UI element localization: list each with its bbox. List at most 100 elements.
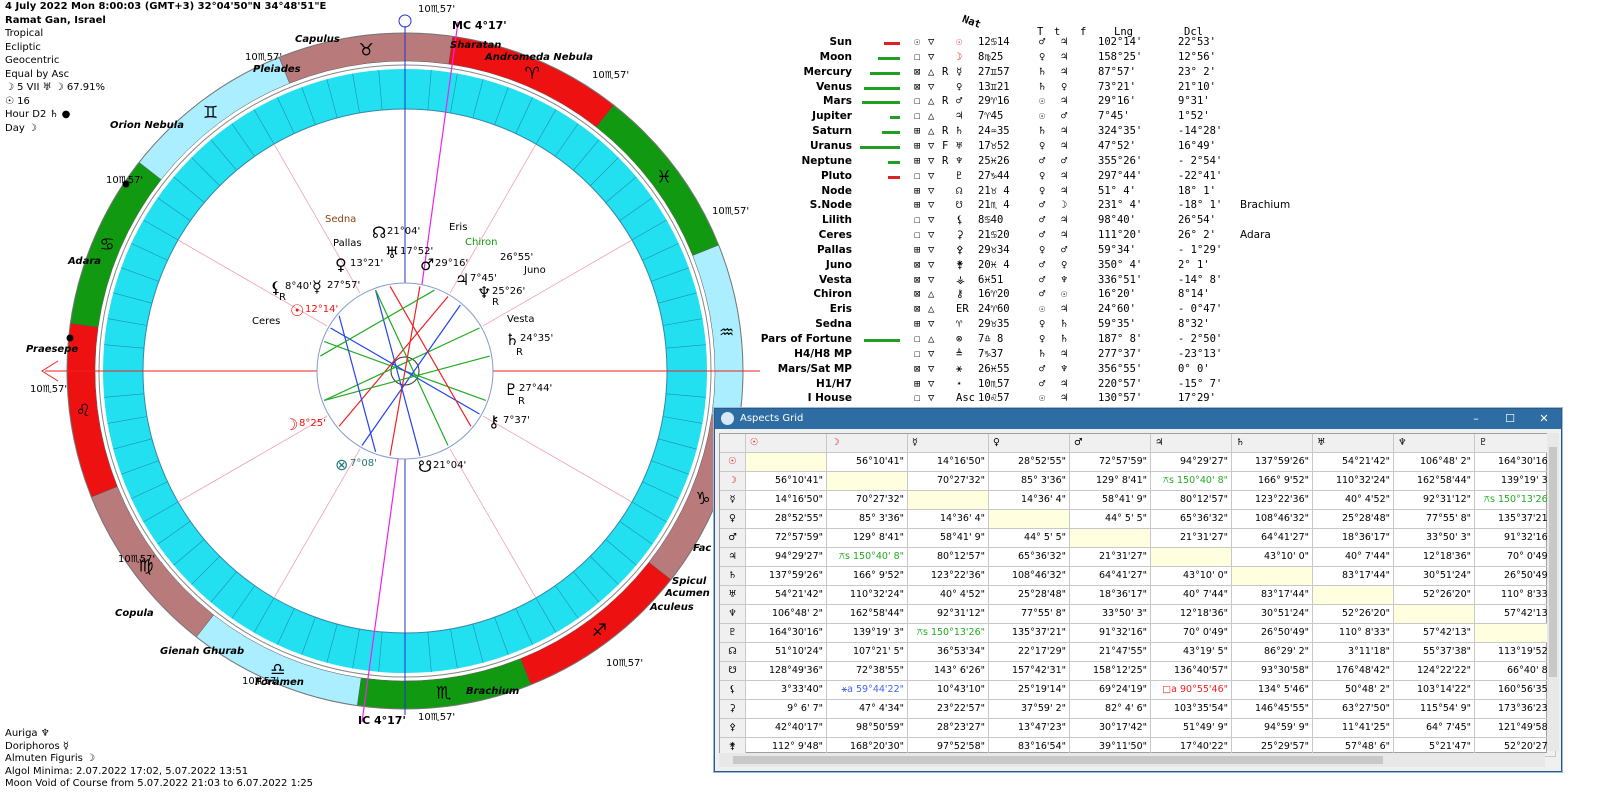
aspect-cell[interactable]: 134° 5'46" xyxy=(1232,681,1313,700)
aspect-cell[interactable]: 69°24'19" xyxy=(1070,681,1151,700)
grid-diagonal-cell[interactable] xyxy=(1232,567,1313,586)
aspect-cell[interactable]: 52°26'20" xyxy=(1313,605,1394,624)
aspect-cell[interactable]: 124°22'22" xyxy=(1394,662,1475,681)
aspect-cell[interactable]: 83°17'44" xyxy=(1313,567,1394,586)
planet-row[interactable]: Lilith☐▽⚸ 8♋40♂♃ 98°40' 26°54' xyxy=(752,214,1312,229)
grid-diagonal-cell[interactable] xyxy=(908,491,989,510)
grid-diagonal-cell[interactable] xyxy=(1394,605,1475,624)
aspect-cell[interactable]: 92°31'12" xyxy=(908,605,989,624)
aspect-cell[interactable]: 36°53'34" xyxy=(908,643,989,662)
aspect-cell[interactable]: 18°36'17" xyxy=(1313,529,1394,548)
aspect-cell[interactable]: 30°51'24" xyxy=(1232,605,1313,624)
aspect-cell[interactable]: 94°59' 9" xyxy=(1232,719,1313,738)
aspect-cell[interactable]: 28°52'55" xyxy=(746,510,827,529)
planet-glyph[interactable]: ☉ xyxy=(290,301,304,320)
aspect-cell[interactable]: 103°35'54" xyxy=(1151,700,1232,719)
planet-row[interactable]: Sun☉▽☉12♋14♂♃102°14'22°53' xyxy=(752,36,1312,51)
aspect-cell[interactable]: 157°42'31" xyxy=(989,662,1070,681)
aspect-cell[interactable]: 136°40'57" xyxy=(1151,662,1232,681)
planet-row[interactable]: Venus⊠▽♀13♊21♄♀ 73°21'21°10' xyxy=(752,81,1312,96)
aspect-cell[interactable]: 121°49'58" xyxy=(1475,719,1556,738)
grid-column-header[interactable]: ♅ xyxy=(1313,434,1394,453)
aspect-cell[interactable]: 40° 4'52" xyxy=(1313,491,1394,510)
aspect-cell[interactable]: 91°32'16" xyxy=(1475,529,1556,548)
maximize-button[interactable]: ☐ xyxy=(1505,412,1515,425)
aspect-cell[interactable]: 137°59'26" xyxy=(746,567,827,586)
aspect-cell[interactable]: 80°12'57" xyxy=(908,548,989,567)
aspect-cell[interactable]: 44° 5' 5" xyxy=(1070,510,1151,529)
aspect-cell[interactable]: 135°37'21" xyxy=(1475,510,1556,529)
planet-glyph[interactable]: ☊ xyxy=(372,223,386,242)
grid-row-header[interactable]: ♂ xyxy=(720,529,746,548)
aspect-cell[interactable]: 110° 8'33" xyxy=(1475,586,1556,605)
grid-row-header[interactable]: ☋ xyxy=(720,662,746,681)
aspect-cell[interactable]: 77°55' 8" xyxy=(989,605,1070,624)
planet-glyph[interactable]: ♂ xyxy=(420,255,434,274)
aspect-cell[interactable]: 3°33'40" xyxy=(746,681,827,700)
grid-row-header[interactable]: ⚴ xyxy=(720,719,746,738)
planet-glyph[interactable]: ⚸ xyxy=(270,278,282,297)
aspect-cell[interactable]: 139°19' 3" xyxy=(827,624,908,643)
aspect-cell[interactable]: 128°49'36" xyxy=(746,662,827,681)
aspect-cell[interactable]: 18°36'17" xyxy=(1070,586,1151,605)
aspect-cell[interactable]: 129° 8'41" xyxy=(827,529,908,548)
planet-row[interactable]: Ceres☐▽⚳21♋20♂♃111°20' 26° 2'Adara xyxy=(752,229,1312,244)
grid-diagonal-cell[interactable] xyxy=(1475,624,1556,643)
planet-row[interactable]: Sedna⊞▽♈29♉35♀♄ 59°35' 8°32' xyxy=(752,318,1312,333)
vertical-scrollbar[interactable] xyxy=(1547,433,1559,751)
planet-row[interactable]: Chiron⊠△⚷16♈20♂☉ 16°20' 8°14' xyxy=(752,288,1312,303)
aspect-cell[interactable]: 72°57'59" xyxy=(746,529,827,548)
grid-column-header[interactable]: ☽ xyxy=(827,434,908,453)
aspect-cell[interactable]: 146°45'55" xyxy=(1232,700,1313,719)
planet-row[interactable]: Uranus⊞▽F♅17♉52♀♃ 47°52'16°49' xyxy=(752,140,1312,155)
aspect-cell[interactable]: 3°11'18" xyxy=(1313,643,1394,662)
grid-diagonal-cell[interactable] xyxy=(1151,548,1232,567)
aspect-cell[interactable]: 26°50'49" xyxy=(1232,624,1313,643)
aspect-cell[interactable]: 28°52'55" xyxy=(989,453,1070,472)
planet-row[interactable]: S.Node⊞▽☋21♏ 4♂☽231° 4'-18° 1'Brachium xyxy=(752,199,1312,214)
grid-column-header[interactable]: ♃ xyxy=(1151,434,1232,453)
aspect-cell[interactable]: 13°47'23" xyxy=(989,719,1070,738)
aspect-cell[interactable]: 66°40' 8" xyxy=(1475,662,1556,681)
aspect-cell[interactable]: 123°22'36" xyxy=(908,567,989,586)
grid-column-header[interactable]: ♇ xyxy=(1475,434,1556,453)
aspect-cell[interactable]: 72°57'59" xyxy=(1070,453,1151,472)
aspect-cell[interactable]: 64°41'27" xyxy=(1070,567,1151,586)
aspect-cell[interactable]: 108°46'32" xyxy=(989,567,1070,586)
aspect-cell[interactable]: 56°10'41" xyxy=(746,472,827,491)
planet-glyph[interactable]: ♄ xyxy=(505,330,519,349)
planet-glyph[interactable]: ☽ xyxy=(284,415,298,434)
grid-row-header[interactable]: ♄ xyxy=(720,567,746,586)
aspect-cell[interactable]: 91°32'16" xyxy=(1070,624,1151,643)
planet-row[interactable]: Moon☐▽☽ 8♍25♀♃158°25'12°56' xyxy=(752,51,1312,66)
aspect-cell[interactable]: ⚻s 150°40' 8" xyxy=(827,548,908,567)
grid-column-header[interactable]: ♆ xyxy=(1394,434,1475,453)
grid-row-header[interactable]: ⚸ xyxy=(720,681,746,700)
aspect-cell[interactable]: 110°32'24" xyxy=(827,586,908,605)
planet-glyph[interactable]: ♃ xyxy=(455,270,469,289)
minimize-button[interactable]: – xyxy=(1473,412,1479,425)
aspect-cell[interactable]: 85° 3'36" xyxy=(989,472,1070,491)
aspect-cell[interactable]: 106°48' 2" xyxy=(1394,453,1475,472)
aspect-cell[interactable]: 98°50'59" xyxy=(827,719,908,738)
aspect-cell[interactable]: 54°21'42" xyxy=(746,586,827,605)
aspect-cell[interactable]: 94°29'27" xyxy=(1151,453,1232,472)
grid-diagonal-cell[interactable] xyxy=(1070,529,1151,548)
aspect-cell[interactable]: 57°42'13" xyxy=(1394,624,1475,643)
aspect-cell[interactable]: 72°38'55" xyxy=(827,662,908,681)
aspect-cell[interactable]: 166° 9'52" xyxy=(827,567,908,586)
aspect-cell[interactable]: 123°22'36" xyxy=(1232,491,1313,510)
grid-row-header[interactable]: ☉ xyxy=(720,453,746,472)
aspect-cell[interactable]: 86°29' 2" xyxy=(1232,643,1313,662)
aspect-cell[interactable]: 56°10'41" xyxy=(827,453,908,472)
grid-row-header[interactable]: ♇ xyxy=(720,624,746,643)
aspect-cell[interactable]: 52°26'20" xyxy=(1394,586,1475,605)
aspect-cell[interactable]: 164°30'16" xyxy=(1475,453,1556,472)
aspects-grid-titlebar[interactable]: Aspects Grid – ☐ ✕ xyxy=(715,409,1561,429)
planet-row[interactable]: H4/H8 MP☐▽≜ 7♑37♄♃277°37'-23°13' xyxy=(752,348,1312,363)
aspect-cell[interactable]: 162°58'44" xyxy=(827,605,908,624)
aspect-cell[interactable]: 37°59' 2" xyxy=(989,700,1070,719)
natal-chart-wheel[interactable]: ♉♈♓♒♑♐♏♎♍♌♋♊10♏57'10♏57'10♏57'10♏57'10♏5… xyxy=(0,0,760,793)
aspect-cell[interactable]: 47° 4'34" xyxy=(827,700,908,719)
